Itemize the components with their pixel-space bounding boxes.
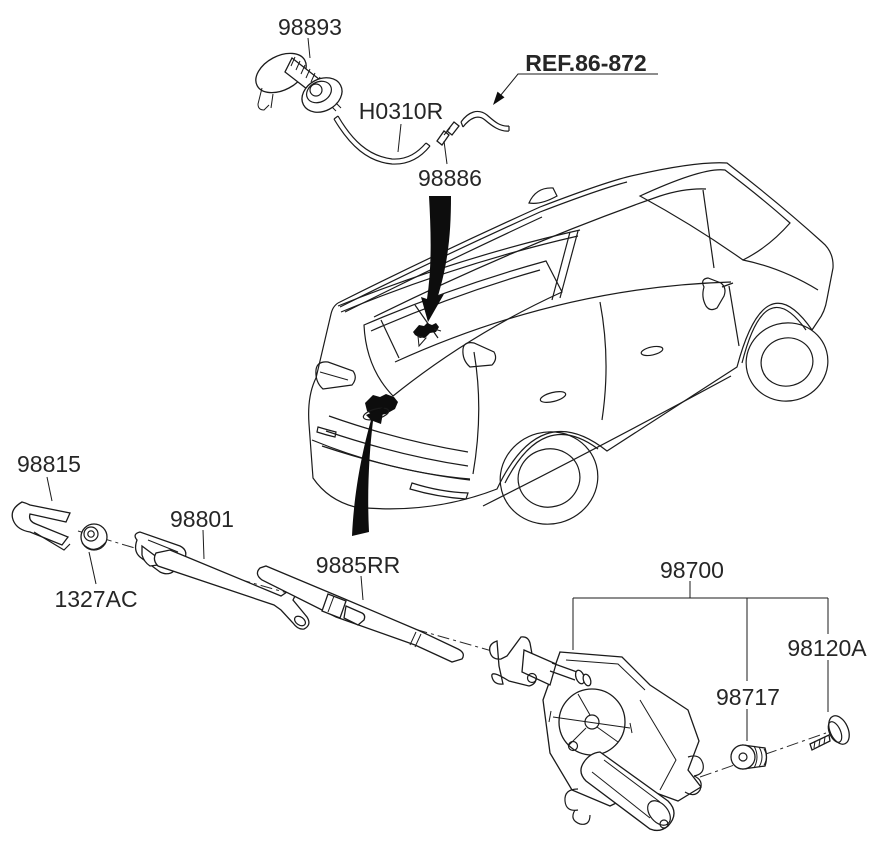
part-label-arm-cap[interactable]: 98815: [17, 451, 81, 477]
arm-cap-art: [11, 501, 71, 551]
washer-nozzle-art: [255, 52, 343, 113]
wiper-blade-art: [256, 565, 464, 663]
ref-hose-art: [460, 110, 510, 132]
nozzle-location-icon: [413, 323, 439, 338]
leader-lines: [46, 37, 829, 741]
part-label-mounting-screw[interactable]: 98120A: [787, 635, 867, 661]
part-label-washer-hose[interactable]: H0310R: [358, 98, 444, 124]
ref-label[interactable]: REF.86-872: [525, 50, 647, 76]
part-label-arm-nut[interactable]: 1327AC: [54, 586, 138, 612]
part-label-nozzle[interactable]: 98893: [278, 14, 342, 40]
wiper-arm-art: [134, 531, 310, 630]
arm-nut-art: [80, 523, 108, 551]
ref-arrowhead: [493, 91, 505, 105]
wiper-pivot-icon: [365, 394, 398, 416]
wiper-motor-art: [489, 636, 704, 832]
mounting-screw-art: [809, 715, 850, 751]
part-label-wiper-motor[interactable]: 98700: [660, 557, 724, 583]
part-label-hose-connector[interactable]: 98886: [418, 165, 482, 191]
callout-arrow-to-nozzle: [421, 196, 451, 322]
washer-hose-art: [333, 115, 431, 165]
part-label-wiper-blade[interactable]: 9885RR: [315, 552, 401, 578]
part-label-motor-grommet[interactable]: 98717: [716, 684, 780, 710]
motor-grommet-art: [730, 744, 768, 770]
callout-arrow-to-wiper: [352, 407, 384, 536]
car-illustration: [308, 162, 834, 525]
part-label-wiper-arm[interactable]: 98801: [170, 506, 234, 532]
hose-connector-art: [436, 121, 460, 146]
